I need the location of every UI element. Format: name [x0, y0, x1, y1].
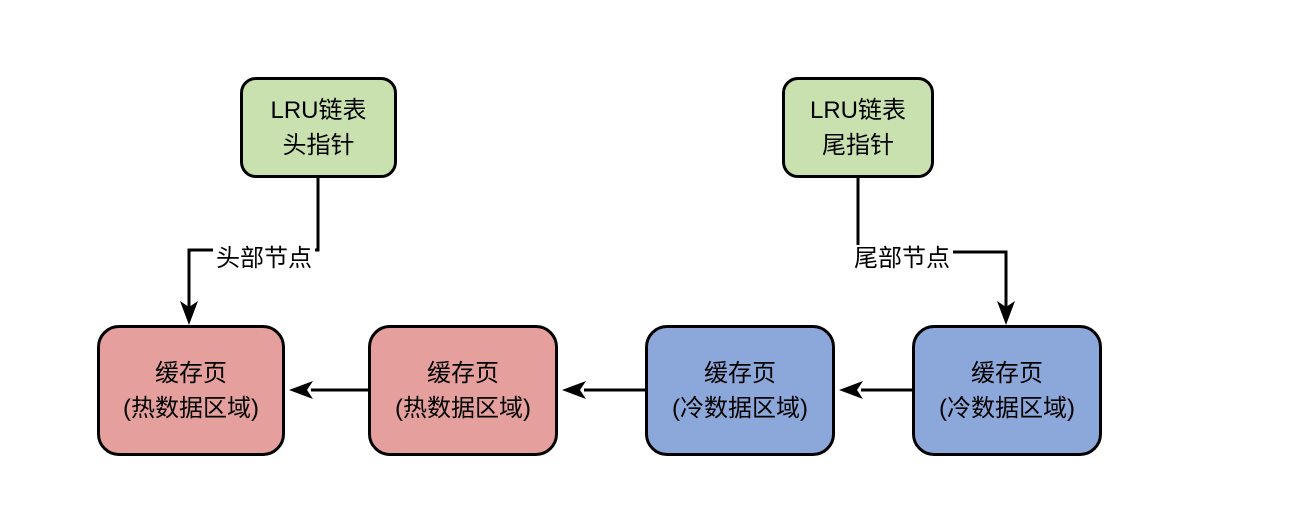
edge-cold2-to-cold1 [839, 381, 912, 399]
node-cache-page-cold-1: 缓存页 (冷数据区域) [645, 325, 835, 456]
node-cache-page-hot-2: 缓存页 (热数据区域) [368, 325, 558, 456]
edge-hot2-to-hot1 [289, 381, 368, 399]
node-text-line: (冷数据区域) [672, 394, 808, 422]
node-text-line: (冷数据区域) [939, 394, 1075, 422]
node-text-line: 缓存页 [155, 359, 227, 387]
down-arrow-icon [180, 301, 198, 325]
left-arrow-icon [289, 381, 313, 399]
node-cache-page-hot-1: 缓存页 (热数据区域) [97, 325, 285, 456]
node-text-line: 尾指针 [822, 131, 894, 159]
node-text-line: (热数据区域) [395, 394, 531, 422]
node-lru-tail-pointer: LRU链表 尾指针 [782, 77, 934, 178]
node-text-line: 缓存页 [704, 359, 776, 387]
node-text-line: LRU链表 [809, 96, 906, 124]
node-text-line: LRU链表 [270, 96, 367, 124]
node-text-line: 头指针 [282, 131, 355, 159]
edge-label-head-node: 头部节点 [213, 245, 315, 273]
node-text-line: 缓存页 [427, 359, 499, 387]
left-arrow-icon [562, 381, 586, 399]
node-cache-page-cold-2: 缓存页 (冷数据区域) [912, 325, 1102, 456]
left-arrow-icon [839, 381, 863, 399]
down-arrow-icon [997, 301, 1015, 325]
edge-cold1-to-hot2 [562, 381, 645, 399]
edge-label-tail-node: 尾部节点 [851, 245, 953, 273]
node-lru-head-pointer: LRU链表 头指针 [240, 77, 397, 178]
node-text-line: (热数据区域) [123, 394, 259, 422]
node-text-line: 缓存页 [971, 359, 1043, 387]
